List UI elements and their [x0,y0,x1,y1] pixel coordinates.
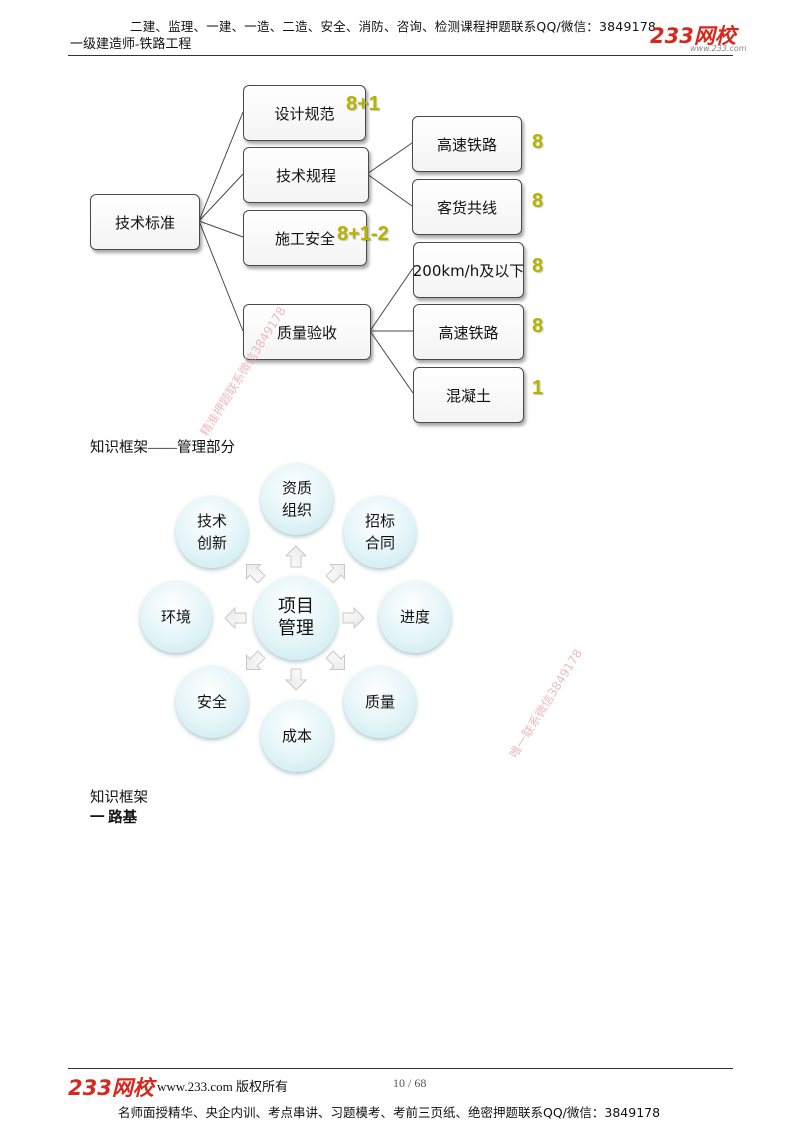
cycle-node-line: 进度 [399,607,430,626]
score-200kmh: 8 [532,255,544,277]
arrow-down-right [325,650,345,670]
score-highspeed-rail-quality: 8 [532,315,544,337]
cycle-node-line: 安全 [196,692,227,711]
cycle-node-tech-innovation: 技术 创新 [176,496,248,568]
cycle-node-qualification: 资质 组织 [261,463,333,535]
score-mixed-traffic: 8 [532,190,544,212]
cycle-node-line: 质量 [364,692,395,711]
header-logo[interactable]: 233网校 [650,24,736,48]
section-subtitle-subgrade: 一 路基 [90,810,138,826]
cycle-node-line: 合同 [364,534,395,552]
branch-quality-acceptance: 质量验收 [243,304,371,360]
cycle-node-safety: 安全 [176,666,248,738]
cycle-node-line: 资质 [281,478,312,497]
arrow-down [284,668,308,691]
leaf-highspeed-rail-quality: 高速铁路 [413,304,524,360]
cycle-node-quality: 质量 [344,666,416,738]
cycle-node-cost: 成本 [261,700,333,772]
footer-divider [68,1068,733,1069]
cycle-node-environment: 环境 [140,581,212,653]
tree-connectors [198,111,414,394]
score-design-spec: 8+1 [346,93,380,115]
cycle-arrows [224,545,365,691]
branch-design-spec: 设计规范 [243,85,366,141]
leaf-highspeed-rail-procedure: 高速铁路 [412,116,522,172]
leaf-mixed-traffic: 客货共线 [412,179,522,235]
cycle-center-line1: 项目 [278,595,314,617]
branch-construction-safety: 施工安全 [243,210,367,266]
cycle-node-line: 招标 [364,511,395,530]
header-divider [68,55,733,56]
arrow-up-left [246,564,266,584]
cycle-center-project-management: 项目 管理 [254,576,338,660]
footer-course-line: 名师面授精华、央企内训、考点串讲、习题模考、考前三页纸、绝密押题联系QQ/微信：… [118,1105,661,1120]
footer-page-number: 10 / 68 [393,1076,427,1090]
cycle-node-line: 成本 [281,726,312,745]
footer-copyright: www.233.com 版权所有 [157,1079,288,1094]
section-title-framework: 知识框架 [90,790,148,806]
header-logo-url: www.233.com [690,44,747,53]
tree-root-box: 技术标准 [90,194,200,250]
score-construction-safety: 8+1-2 [337,223,389,245]
score-highspeed-rail-procedure: 8 [532,131,544,153]
leaf-200kmh: 200km/h及以下 [413,242,524,298]
arrow-left [224,606,247,630]
branch-tech-procedure: 技术规程 [243,147,369,203]
arrow-right [342,606,365,630]
leaf-concrete: 混凝土 [413,367,524,423]
arrow-up-right [325,564,345,584]
cycle-node-line: 环境 [160,607,191,626]
section-title-management: 知识框架——管理部分 [90,440,235,456]
cycle-node-bidding-contract: 招标 合同 [344,496,416,568]
cycle-center-line2: 管理 [278,618,314,639]
arrow-up [284,545,308,568]
cycle-node-line: 技术 [196,511,227,530]
cycle-node-line: 创新 [196,534,227,552]
footer-logo[interactable]: 233网校 [68,1076,154,1100]
cycle-node-schedule: 进度 [379,581,451,653]
header-course-line: 二建、监理、一建、一造、二造、安全、消防、咨询、检测课程押题联系QQ/微信：38… [130,19,657,34]
score-concrete: 1 [532,377,544,399]
header-subject: 一级建造师-铁路工程 [70,36,192,51]
arrow-down-left [246,650,266,670]
cycle-node-line: 组织 [281,501,312,519]
